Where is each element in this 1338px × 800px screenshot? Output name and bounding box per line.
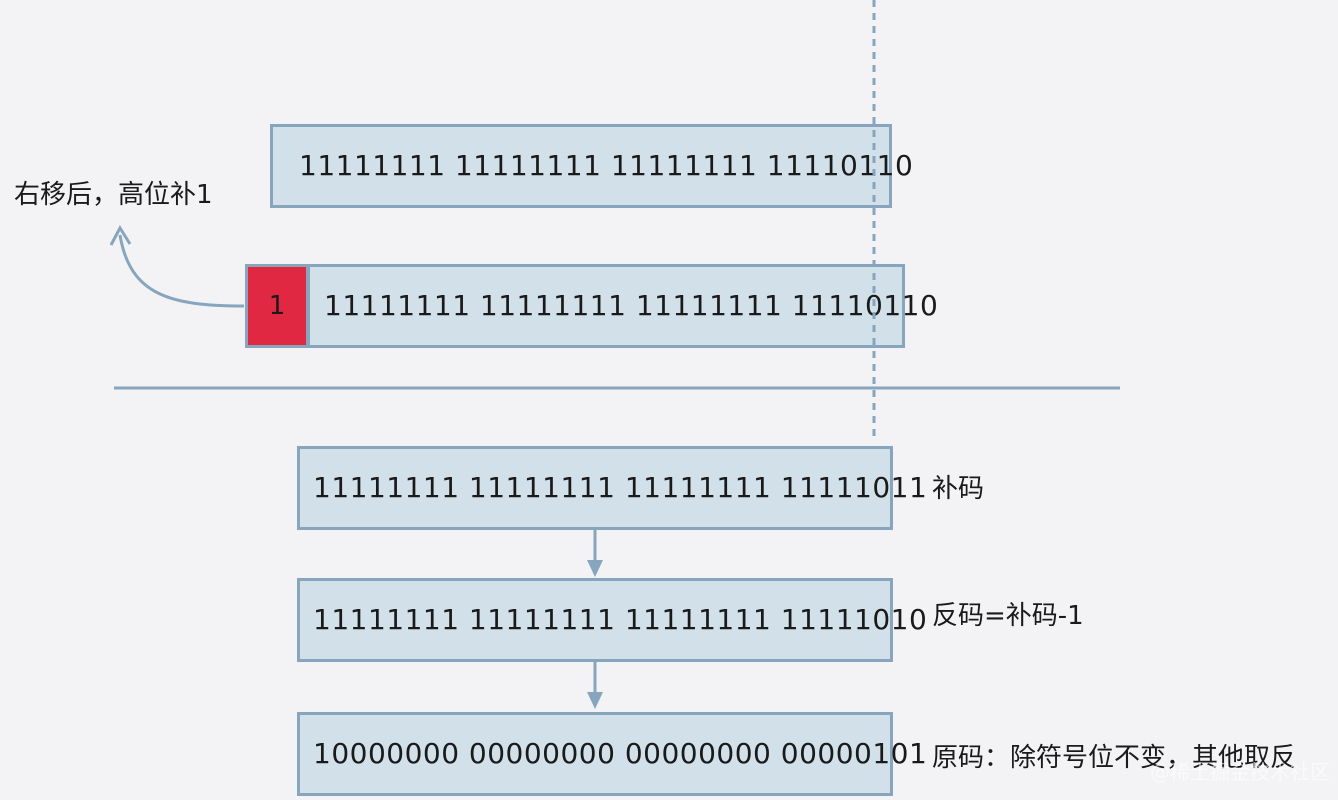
- ones-complement-box: 11111111 11111111 11111111 11111010: [297, 578, 927, 662]
- complement-box: 11111111 11111111 11111111 11111011: [297, 446, 927, 530]
- ones-complement-label: 反码=补码-1: [932, 601, 1084, 631]
- shifted-bits-text: 11111111 11111111 11111111 11110110: [324, 289, 939, 322]
- original-code-box: 10000000 00000000 00000000 00000101: [297, 712, 927, 796]
- sign-bit-text: 1: [268, 291, 286, 321]
- original-code-label: 原码：除符号位不变，其他取反: [932, 743, 1297, 773]
- sign-bit-arrow: [118, 234, 245, 308]
- shifted-bits-box: 11111111 11111111 11111111 11110110: [307, 264, 938, 348]
- shift-note-label: 右移后，高位补1: [14, 180, 213, 210]
- watermark: @稀土掘金技术社区: [1150, 760, 1330, 784]
- down-arrow-2-head: [587, 692, 603, 709]
- complement-label: 补码: [932, 474, 985, 504]
- sign-bit-box: 1: [245, 264, 309, 348]
- original-bits-text: 11111111 11111111 11111111 11110110: [299, 149, 914, 182]
- original-bits-box: 11111111 11111111 11111111 11110110: [270, 124, 913, 208]
- ones-complement-bits-text: 11111111 11111111 11111111 11111010: [313, 603, 928, 636]
- original-code-bits-text: 10000000 00000000 00000000 00000101: [313, 737, 928, 770]
- down-arrow-1-head: [587, 560, 603, 577]
- complement-bits-text: 11111111 11111111 11111111 11111011: [313, 471, 928, 504]
- sign-bit-arrowhead: [109, 224, 132, 246]
